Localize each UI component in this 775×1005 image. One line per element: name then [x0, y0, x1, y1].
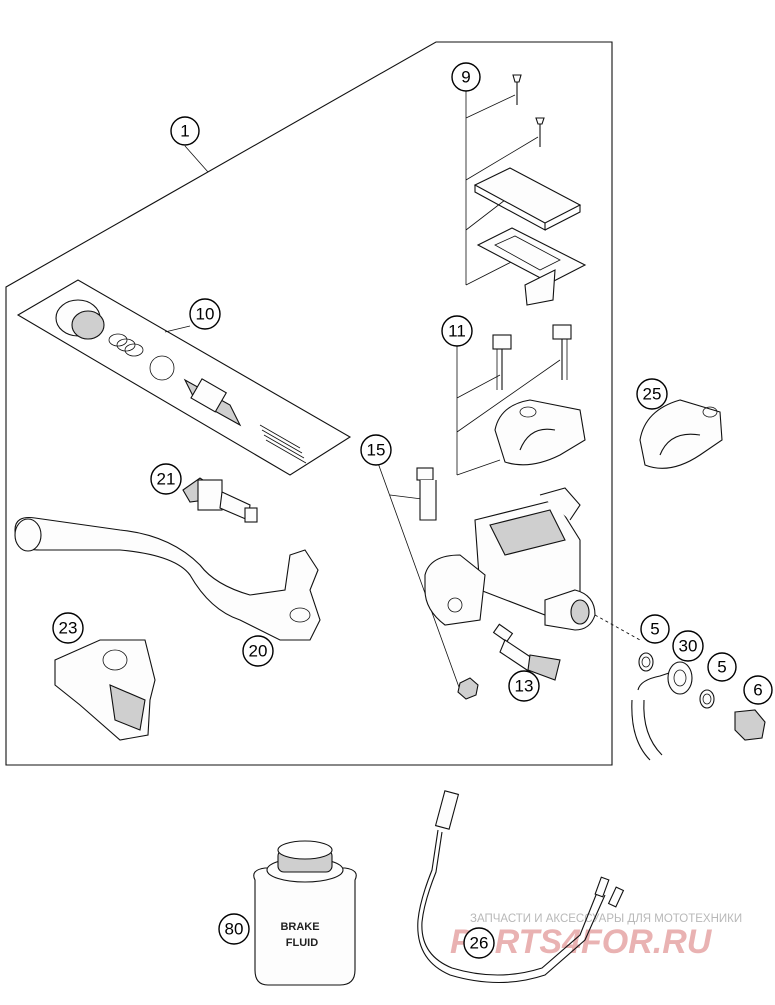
part-26-switch-cable	[417, 790, 625, 984]
callout-15: 15	[360, 434, 392, 466]
kit-boundary-frame	[5, 41, 613, 766]
part-20-brake-lever	[14, 516, 321, 641]
callout-20: 20	[242, 635, 274, 667]
callout-6: 6	[743, 675, 773, 705]
svg-text:9: 9	[461, 68, 470, 87]
part-25-clamp	[639, 399, 723, 469]
brake-line-fittings	[631, 652, 766, 761]
callout-5-upper: 5	[640, 614, 670, 644]
part-21-adjuster	[182, 477, 258, 523]
svg-text:13: 13	[515, 677, 534, 696]
svg-text:11: 11	[448, 322, 466, 341]
callout-13: 13	[508, 670, 540, 702]
callout-25: 25	[636, 378, 668, 410]
callout-21: 21	[150, 463, 182, 495]
svg-text:5: 5	[717, 658, 726, 677]
callout-11: 11	[441, 315, 473, 347]
part-9-cover-screws	[473, 74, 587, 306]
part-11-clamp-bolts	[492, 324, 586, 466]
part-13-brake-switch	[492, 623, 561, 681]
leader-11	[456, 345, 561, 476]
part-80-brake-fluid-bottle: BRAKE FLUID	[253, 840, 357, 986]
master-cylinder-body	[424, 487, 641, 641]
callout-9: 9	[451, 62, 481, 92]
watermark-tagline: ЗАПЧАСТИ И АКСЕССУАРЫ ДЛЯ МОТОТЕХНИКИ	[470, 913, 742, 925]
part-23-lever-guard	[54, 639, 156, 741]
svg-text:15: 15	[367, 441, 386, 460]
callout-30: 30	[672, 630, 704, 662]
callout-1: 1	[170, 116, 200, 146]
leader-10	[164, 325, 191, 333]
svg-text:6: 6	[753, 681, 762, 700]
callout-5-lower: 5	[707, 652, 737, 682]
svg-text:25: 25	[643, 385, 662, 404]
svg-text:30: 30	[679, 637, 698, 656]
part-10-piston-kit	[16, 279, 352, 476]
part-15-pivot-bolt	[416, 467, 479, 700]
svg-text:80: 80	[225, 920, 244, 939]
svg-text:21: 21	[157, 470, 176, 489]
bottle-label-line2: FLUID	[286, 937, 318, 949]
leader-9	[465, 90, 539, 286]
callout-23: 23	[52, 612, 84, 644]
callout-26: 26	[463, 927, 495, 959]
svg-text:26: 26	[470, 934, 489, 953]
svg-text:10: 10	[196, 305, 215, 324]
leader-1	[184, 145, 209, 173]
svg-text:23: 23	[59, 619, 78, 638]
bottle-label-line1: BRAKE	[280, 921, 319, 933]
svg-text:1: 1	[180, 122, 189, 141]
svg-text:5: 5	[650, 620, 659, 639]
callout-80: 80	[218, 913, 250, 945]
callout-10: 10	[189, 298, 221, 330]
svg-text:20: 20	[249, 642, 268, 661]
